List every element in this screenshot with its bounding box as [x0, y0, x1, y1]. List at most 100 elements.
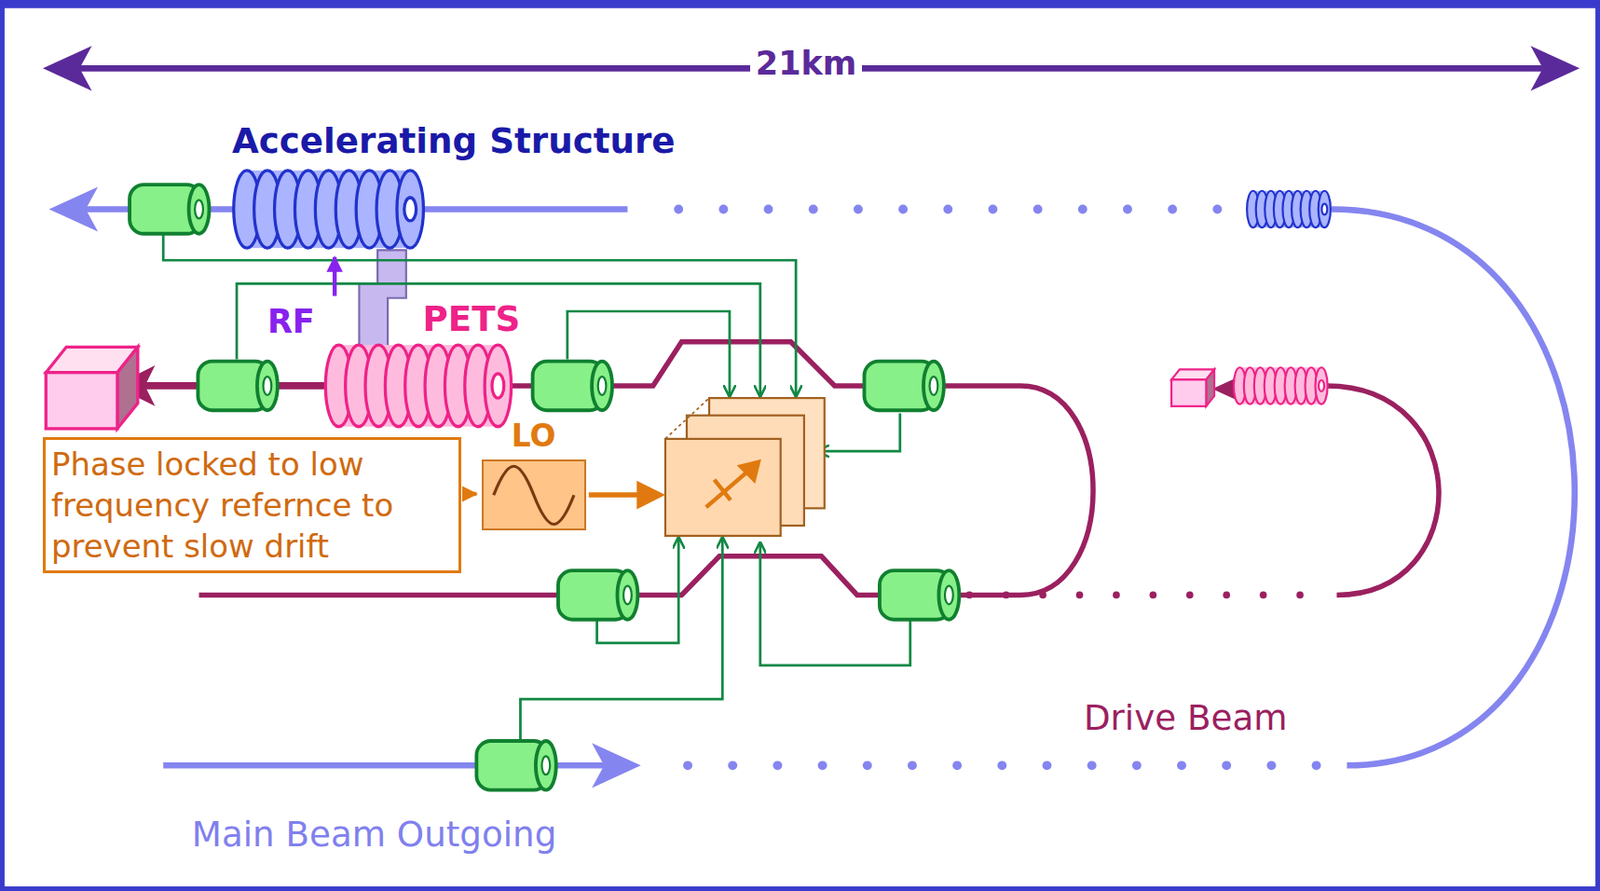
main-beam-dots [862, 760, 873, 770]
main-beam-dots [1212, 205, 1222, 215]
connector-arrow [332, 257, 337, 297]
main-beam-dots [1122, 205, 1133, 215]
note-box: Phase locked to low frequency refernce t… [42, 437, 462, 574]
drive-beam-dots [1149, 591, 1158, 600]
drive-beam-dots [1259, 591, 1268, 600]
main-beam-dots [907, 760, 917, 770]
main-beam-dots [808, 205, 819, 215]
main-beam-dots [1078, 205, 1088, 215]
dimension-label: 21km [750, 43, 863, 83]
signal-label: RF [267, 301, 315, 342]
rf-structures [1246, 191, 1331, 228]
phase-detector [665, 397, 825, 536]
main-beam-dots [1042, 760, 1053, 770]
beam-position-monitors [623, 586, 632, 605]
waveguide [358, 249, 406, 347]
main-beam-dots [1087, 760, 1097, 770]
rf-structures [1233, 367, 1328, 404]
main-beam-dots [1221, 760, 1231, 770]
drive-beam-dots [1296, 591, 1304, 600]
main-beam [1331, 208, 1575, 766]
main-beam-dots [1033, 205, 1043, 215]
beam-dump [117, 346, 138, 429]
main-beam-dots [673, 205, 684, 215]
rf-structures [396, 170, 424, 248]
drive-beam-dots [1222, 591, 1231, 600]
beam-position-monitors [598, 376, 607, 396]
beam-position-monitors [923, 361, 944, 411]
lo-output [636, 480, 666, 510]
node-text: LO [477, 418, 589, 455]
main-beam-dots [818, 760, 828, 770]
sensor-wires [818, 413, 901, 452]
beam-position-monitors [189, 184, 210, 234]
main-beam-heads [49, 186, 642, 788]
rf-structures [1318, 191, 1331, 228]
drive-beam-dots [1002, 591, 1011, 600]
drive-beam-head [114, 365, 1238, 407]
main-beam-dots [764, 205, 774, 215]
distance-arrow [42, 45, 93, 91]
beam-position-monitors [533, 361, 613, 411]
rf-structures [325, 344, 511, 427]
waveguide [358, 249, 406, 347]
rf-structures [1239, 367, 1322, 404]
beam-position-monitors [591, 361, 613, 411]
main-beam-dots [1312, 760, 1322, 770]
rf-structures [1253, 191, 1326, 228]
sine-wave [493, 465, 575, 524]
sensor-wires [519, 537, 723, 740]
phase-detector [665, 438, 781, 536]
main-beam-dots [1266, 760, 1276, 770]
main-beam-dots [988, 205, 999, 215]
beam-position-monitors [558, 570, 638, 620]
beam-position-monitors [938, 570, 959, 620]
beam-label: Drive Beam [1083, 697, 1288, 739]
lo-output [588, 492, 643, 497]
beam-position-monitors [257, 361, 278, 411]
rf-structures [233, 170, 1331, 427]
beam-position-monitors [944, 586, 954, 605]
drive-beam [1326, 385, 1439, 595]
main-beam-dots [683, 760, 693, 770]
sine-wave [483, 461, 585, 530]
rf-structures [492, 373, 505, 398]
beam-dump [45, 372, 118, 429]
distance-arrow [1531, 45, 1581, 91]
beam-position-monitors [616, 570, 638, 620]
drive-beam-dots [1039, 591, 1047, 600]
beam-dump [45, 346, 1215, 429]
rf-structures [1318, 380, 1325, 392]
main-beam-dots [1132, 760, 1142, 770]
main-beam-heads [591, 742, 642, 788]
main-beam-heads [49, 186, 99, 232]
beam-position-monitors [929, 376, 939, 396]
rf-structures [484, 344, 511, 427]
node-text: PETS [324, 298, 520, 341]
beam-position-monitors [197, 361, 277, 411]
main-beam-dots [997, 760, 1007, 770]
rf-structures [1314, 367, 1327, 404]
main-beam-dots [718, 205, 728, 215]
beam-dump [1171, 379, 1206, 406]
phase-detector [706, 469, 751, 508]
main-beam-dots [772, 760, 782, 770]
oscillator-box: LO [477, 418, 589, 531]
main-beam-dots [1176, 760, 1187, 770]
node-text: Accelerating Structure [226, 120, 681, 163]
rf-structures [233, 170, 424, 248]
beam-position-monitors [194, 200, 204, 219]
phase-detector [714, 479, 732, 501]
main-beam-dots [952, 760, 962, 770]
drive-beam-dots [965, 591, 1303, 600]
structure-label-box: PETS [324, 298, 520, 429]
beam-dump [1205, 369, 1215, 406]
drive-beam-dots [1076, 591, 1084, 600]
oscillator-symbol [481, 459, 587, 532]
rf-structures [339, 344, 499, 427]
beam-position-monitors [879, 570, 959, 620]
drive-beam-dots [965, 591, 973, 600]
main-beam-dots [898, 205, 908, 215]
